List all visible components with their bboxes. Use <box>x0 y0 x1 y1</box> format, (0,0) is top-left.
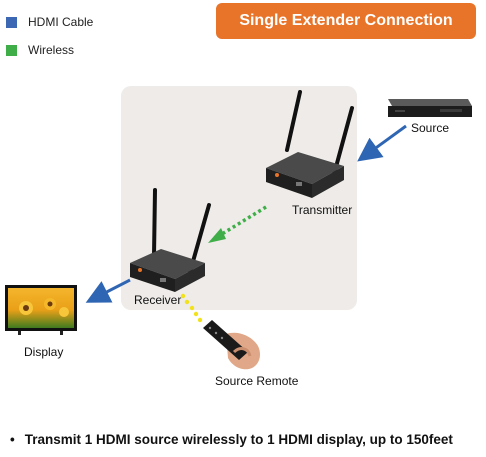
legend-label-hdmi: HDMI Cable <box>28 15 94 29</box>
footer-note: • Transmit 1 HDMI source wirelessly to 1 … <box>10 432 453 447</box>
source-device-icon <box>388 99 472 117</box>
legend-item-wireless: Wireless <box>6 43 74 57</box>
footer-bullet: • <box>10 432 15 447</box>
source-label: Source <box>411 121 450 135</box>
receiver-label: Receiver <box>134 293 182 307</box>
legend-label-wireless: Wireless <box>28 43 75 57</box>
hdmi-arrow-receiver-to-display <box>85 278 131 303</box>
display-tv-icon <box>5 285 77 335</box>
source-remote-icon <box>203 320 260 370</box>
legend-swatch-wireless <box>6 44 17 56</box>
wireless-link-dots <box>221 205 267 236</box>
receiver-device-icon <box>130 188 211 292</box>
display-label: Display <box>24 345 64 359</box>
title-text: Single Extender Connection <box>239 12 453 29</box>
source-remote-label: Source Remote <box>215 374 299 388</box>
transmitter-label: Transmitter <box>292 203 353 217</box>
room-panel <box>121 86 357 310</box>
wireless-arrow-head <box>208 228 226 243</box>
legend-item-hdmi: HDMI Cable <box>6 15 93 29</box>
transmitter-device-icon <box>266 90 354 198</box>
hdmi-arrow-source-to-transmitter <box>357 124 407 162</box>
title-banner: Single Extender Connection <box>216 3 476 39</box>
footer-text: Transmit 1 HDMI source wirelessly to 1 H… <box>24 432 453 447</box>
legend-swatch-hdmi <box>6 16 17 28</box>
ir-signal-dots <box>180 293 203 323</box>
